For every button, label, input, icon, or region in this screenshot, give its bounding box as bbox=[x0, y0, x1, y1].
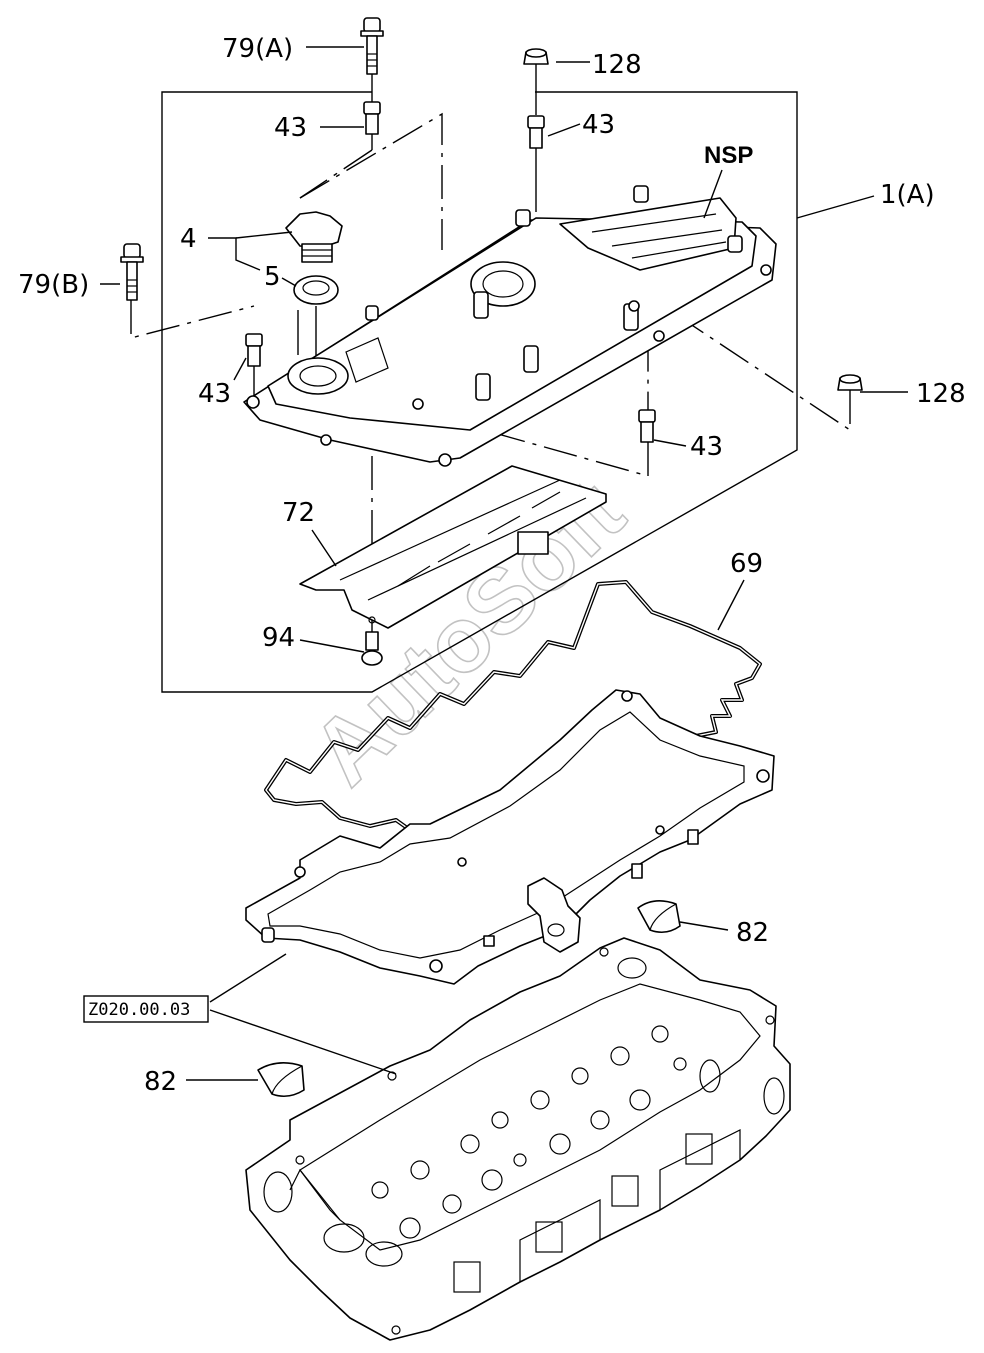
bolt-79b bbox=[120, 243, 144, 301]
screw-94 bbox=[361, 631, 383, 666]
stud-43-top-right bbox=[527, 115, 545, 212]
plug-82-right bbox=[637, 900, 681, 934]
plug-82-left bbox=[257, 1062, 305, 1098]
head-cover bbox=[243, 185, 777, 467]
label-69: 69 bbox=[730, 549, 763, 579]
label-128-top: 128 bbox=[592, 50, 642, 80]
label-79b: 79(B) bbox=[18, 270, 89, 300]
part-labels: 79(A) 128 43 43 NSP 1(A) 4 5 79(B) 43 12… bbox=[18, 34, 966, 1097]
nut-128-right bbox=[837, 374, 863, 391]
label-1a: 1(A) bbox=[880, 180, 935, 210]
label-43-top-left: 43 bbox=[274, 113, 307, 143]
label-43-top-right: 43 bbox=[582, 110, 615, 140]
label-nsp: NSP bbox=[704, 142, 753, 169]
leader-lines bbox=[100, 46, 908, 1081]
label-72: 72 bbox=[282, 498, 315, 528]
reference-code: Z020.00.03 bbox=[88, 1000, 190, 1020]
oil-cap bbox=[285, 211, 343, 263]
label-94: 94 bbox=[262, 623, 295, 653]
label-82-left: 82 bbox=[144, 1067, 177, 1097]
label-79a: 79(A) bbox=[222, 34, 293, 64]
nut-128-top bbox=[523, 48, 549, 115]
reference-code-box bbox=[83, 995, 209, 1023]
label-5: 5 bbox=[264, 262, 281, 292]
baffle-plate bbox=[299, 465, 607, 629]
assembly-frame bbox=[161, 91, 798, 693]
label-82-right: 82 bbox=[736, 918, 769, 948]
stud-43-right bbox=[638, 409, 656, 443]
label-43-right: 43 bbox=[690, 432, 723, 462]
oil-cap-seal bbox=[293, 275, 339, 305]
label-43-left: 43 bbox=[198, 379, 231, 409]
stud-43-left bbox=[245, 333, 263, 398]
label-128-right: 128 bbox=[916, 379, 966, 409]
label-4: 4 bbox=[180, 224, 197, 254]
cylinder-head bbox=[245, 937, 791, 1341]
stud-43-top-left bbox=[363, 101, 381, 150]
camshaft-frame bbox=[245, 689, 775, 985]
bolt-79a bbox=[360, 17, 384, 102]
